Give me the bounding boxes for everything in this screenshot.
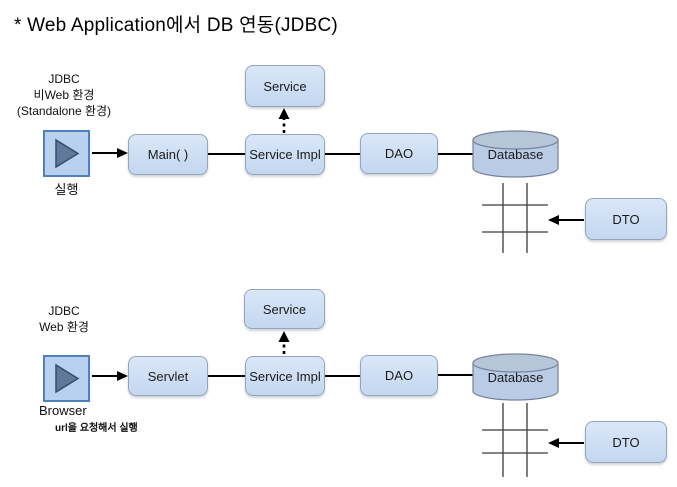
arrow-dto-to-table [548,215,584,225]
node-dao-bottom: DAO [360,355,438,396]
env-label-line3: (Standalone 환경) [16,104,112,118]
node-service-top: Service [245,65,325,107]
play-icon [55,363,80,394]
arrow-dto-to-table-2 [548,438,584,448]
node-service-impl-bottom: Service Impl [245,356,325,396]
browser-label: Browser [39,403,87,418]
result-table-grid [482,183,548,253]
database-label-top: Database [487,147,544,162]
node-service-bottom: Service [244,289,325,329]
run-label: 실행 [54,182,79,197]
env-label-standalone: JDBC 비Web 환경 (Standalone 환경) [5,71,123,119]
env-label-line2: 비Web 환경 [33,88,95,102]
flow-arrow-browser-to-servlet [92,371,128,381]
node-dto-bottom: DTO [585,421,667,463]
play-icon [55,138,80,169]
node-service-impl-top: Service Impl [245,134,325,175]
database-cylinder [472,130,559,178]
env-label-web: JDBC Web 환경 [5,303,123,335]
node-servlet: Servlet [128,356,208,396]
database-label-bottom: Database [487,370,544,385]
dotted-arrow-impl-to-service [278,108,290,133]
result-table-grid-2 [482,403,548,477]
flow-arrow-run-to-main [92,148,128,158]
dotted-arrow-impl-to-service-2 [278,331,290,354]
node-dao-top: DAO [360,133,438,174]
browser-button [43,355,90,402]
database-cylinder-2 [472,353,559,401]
node-dto-top: DTO [585,198,667,240]
run-button [43,130,90,177]
env-label-line1: JDBC [48,304,80,318]
env-label-line1: JDBC [48,72,80,86]
url-request-note: url을 요청해서 실행 [55,423,138,434]
node-main: Main( ) [128,134,208,175]
env-label-line2: Web 환경 [39,320,89,334]
page-title: * Web Application에서 DB 연동(JDBC) [14,15,338,36]
